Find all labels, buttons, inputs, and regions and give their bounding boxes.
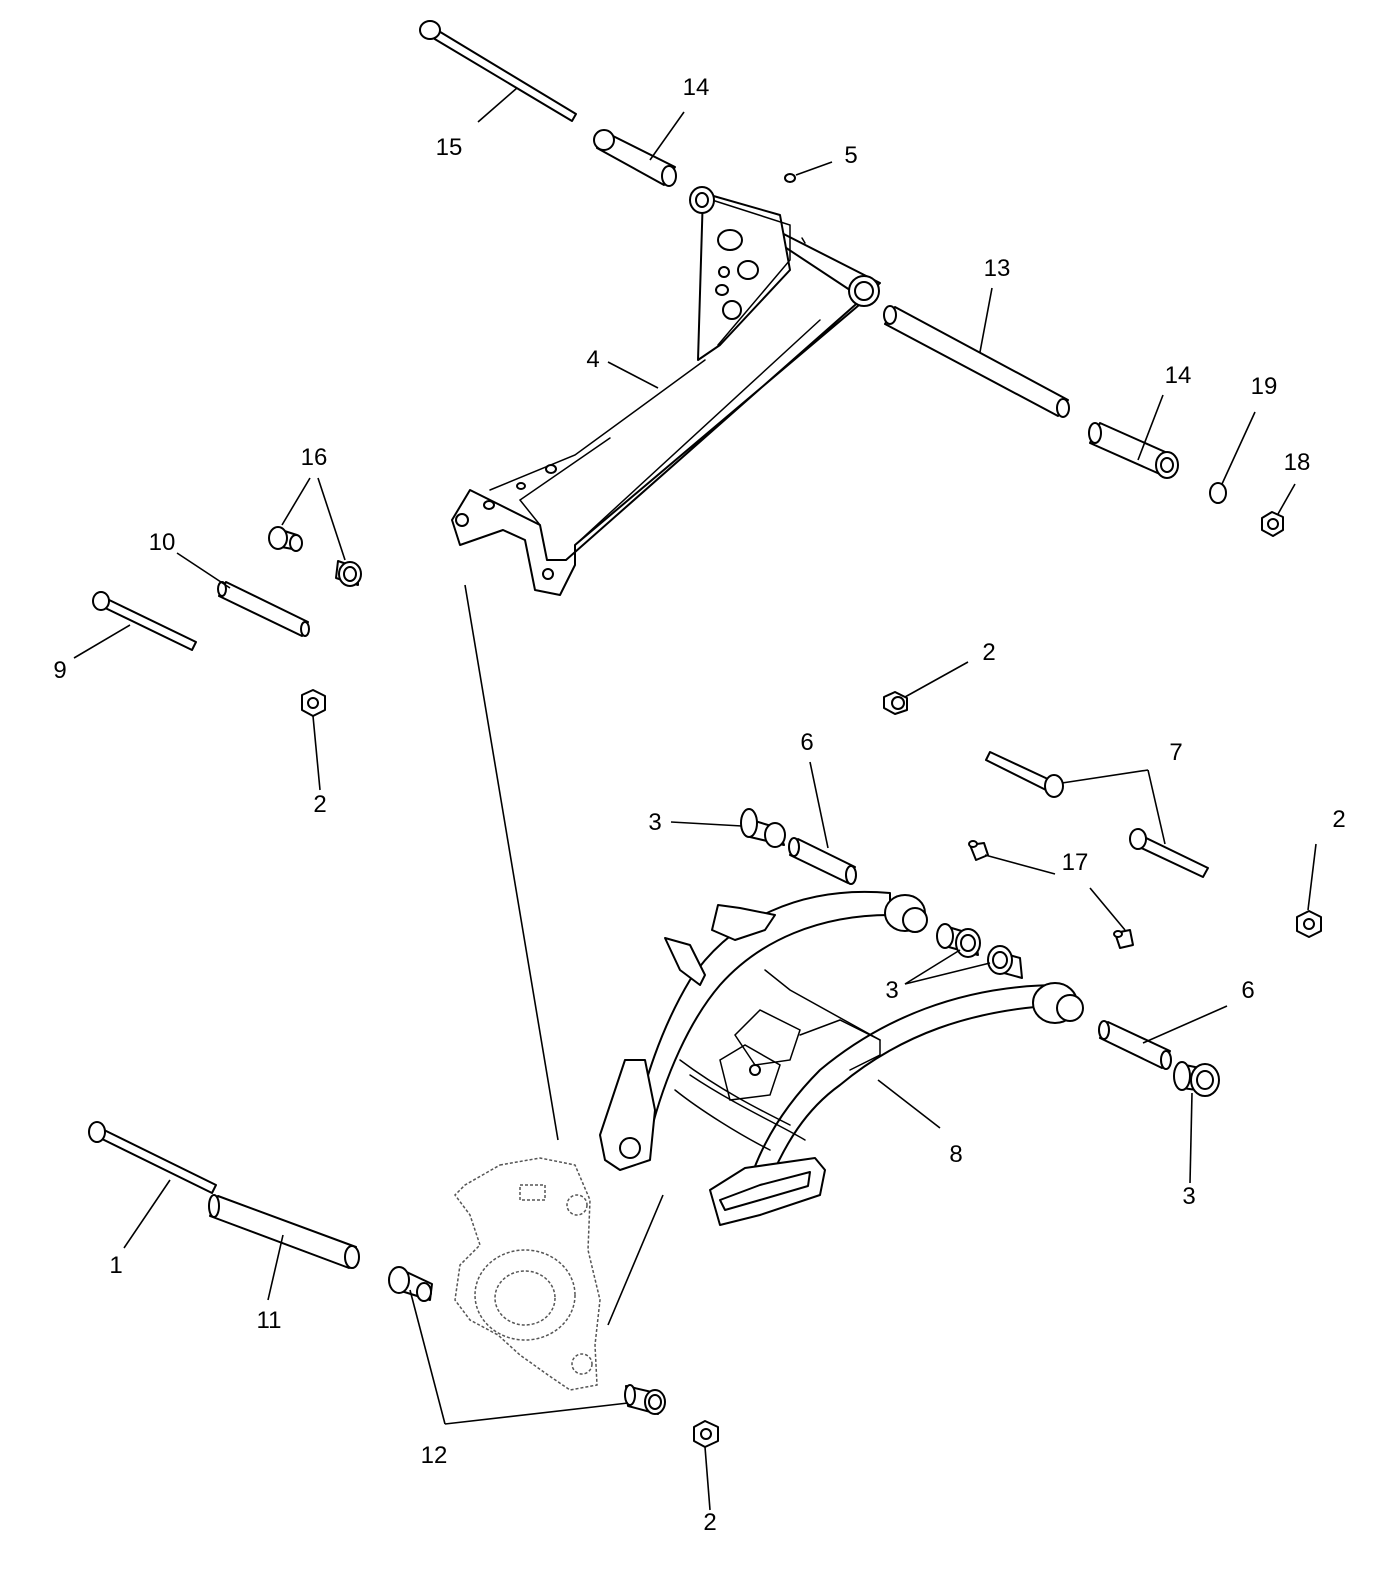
callout-18: 18 [1284,449,1311,476]
callout-7: 7 [1169,739,1182,766]
callout-9: 9 [53,657,66,684]
bolt-part-1 [88,1121,217,1194]
upper-a-arm-part-4 [451,186,881,596]
bushing-part-12-b [624,1384,666,1415]
alignment-line-b [607,1194,664,1326]
alignment-line-a [464,584,559,1141]
callout-11: 11 [257,1307,282,1334]
bushing-part-16-a [268,526,303,552]
bushing-part-3-mid-b [987,945,1023,979]
callout-16: 16 [301,444,328,471]
grease-fitting-part-5 [784,173,796,183]
callout-17: 17 [1062,849,1089,876]
leader-lines [73,87,1317,1511]
callout-2-right: 2 [1332,806,1345,833]
grease-fitting-part-17-a [968,840,989,861]
callout-2-upper: 2 [982,639,995,666]
grease-fitting-part-17-b [1113,929,1134,949]
washer-part-19 [1209,482,1227,504]
bushing-part-3-mid-a [936,923,981,958]
sleeve-part-11 [208,1194,360,1269]
bolt-part-7-a [985,751,1064,798]
knuckle-ghosted [454,1157,601,1391]
callout-14-right: 14 [1165,362,1192,389]
bushing-part-3-top [740,808,786,848]
nut-part-2-left [301,689,326,717]
callout-4: 4 [586,346,599,373]
nut-part-18 [1261,511,1284,537]
callout-3-right: 3 [1182,1183,1195,1210]
callout-1: 1 [109,1252,122,1279]
sleeve-part-6-right [1098,1020,1172,1070]
callout-12: 12 [421,1442,448,1469]
bolt-part-9 [92,591,197,651]
bushing-part-12-a [388,1266,433,1302]
bolt-part-15 [419,20,577,122]
bushing-part-3-right [1173,1061,1220,1097]
callout-3-mid: 3 [885,977,898,1004]
callout-6-right: 6 [1241,977,1254,1004]
callout-15: 15 [436,134,463,161]
nut-part-2-right [1296,910,1322,938]
nut-part-2-upper [883,691,908,715]
nut-part-2-bottom [693,1420,719,1448]
swing-arm-part-8 [599,890,1084,1226]
callout-14-top: 14 [683,74,710,101]
callout-10: 10 [149,529,176,556]
callout-19: 19 [1251,373,1278,400]
callout-8: 8 [949,1141,962,1168]
sleeve-part-10 [217,581,310,637]
sleeve-part-6-top [788,837,857,885]
callout-labels: 15 14 5 4 13 14 19 18 16 10 9 2 2 6 7 3 … [53,74,1345,1536]
callout-3-top: 3 [648,809,661,836]
bushing-part-14-right [1088,422,1179,479]
callout-6-top: 6 [800,729,813,756]
callout-2-bottom: 2 [703,1509,716,1536]
shaft-part-13 [883,305,1070,418]
callout-13: 13 [984,255,1011,282]
bushing-part-16-b [335,560,362,587]
callout-5: 5 [844,142,857,169]
bolt-part-7-b [1129,828,1209,878]
bushing-part-14-top [593,129,677,187]
callout-2-left: 2 [313,791,326,818]
